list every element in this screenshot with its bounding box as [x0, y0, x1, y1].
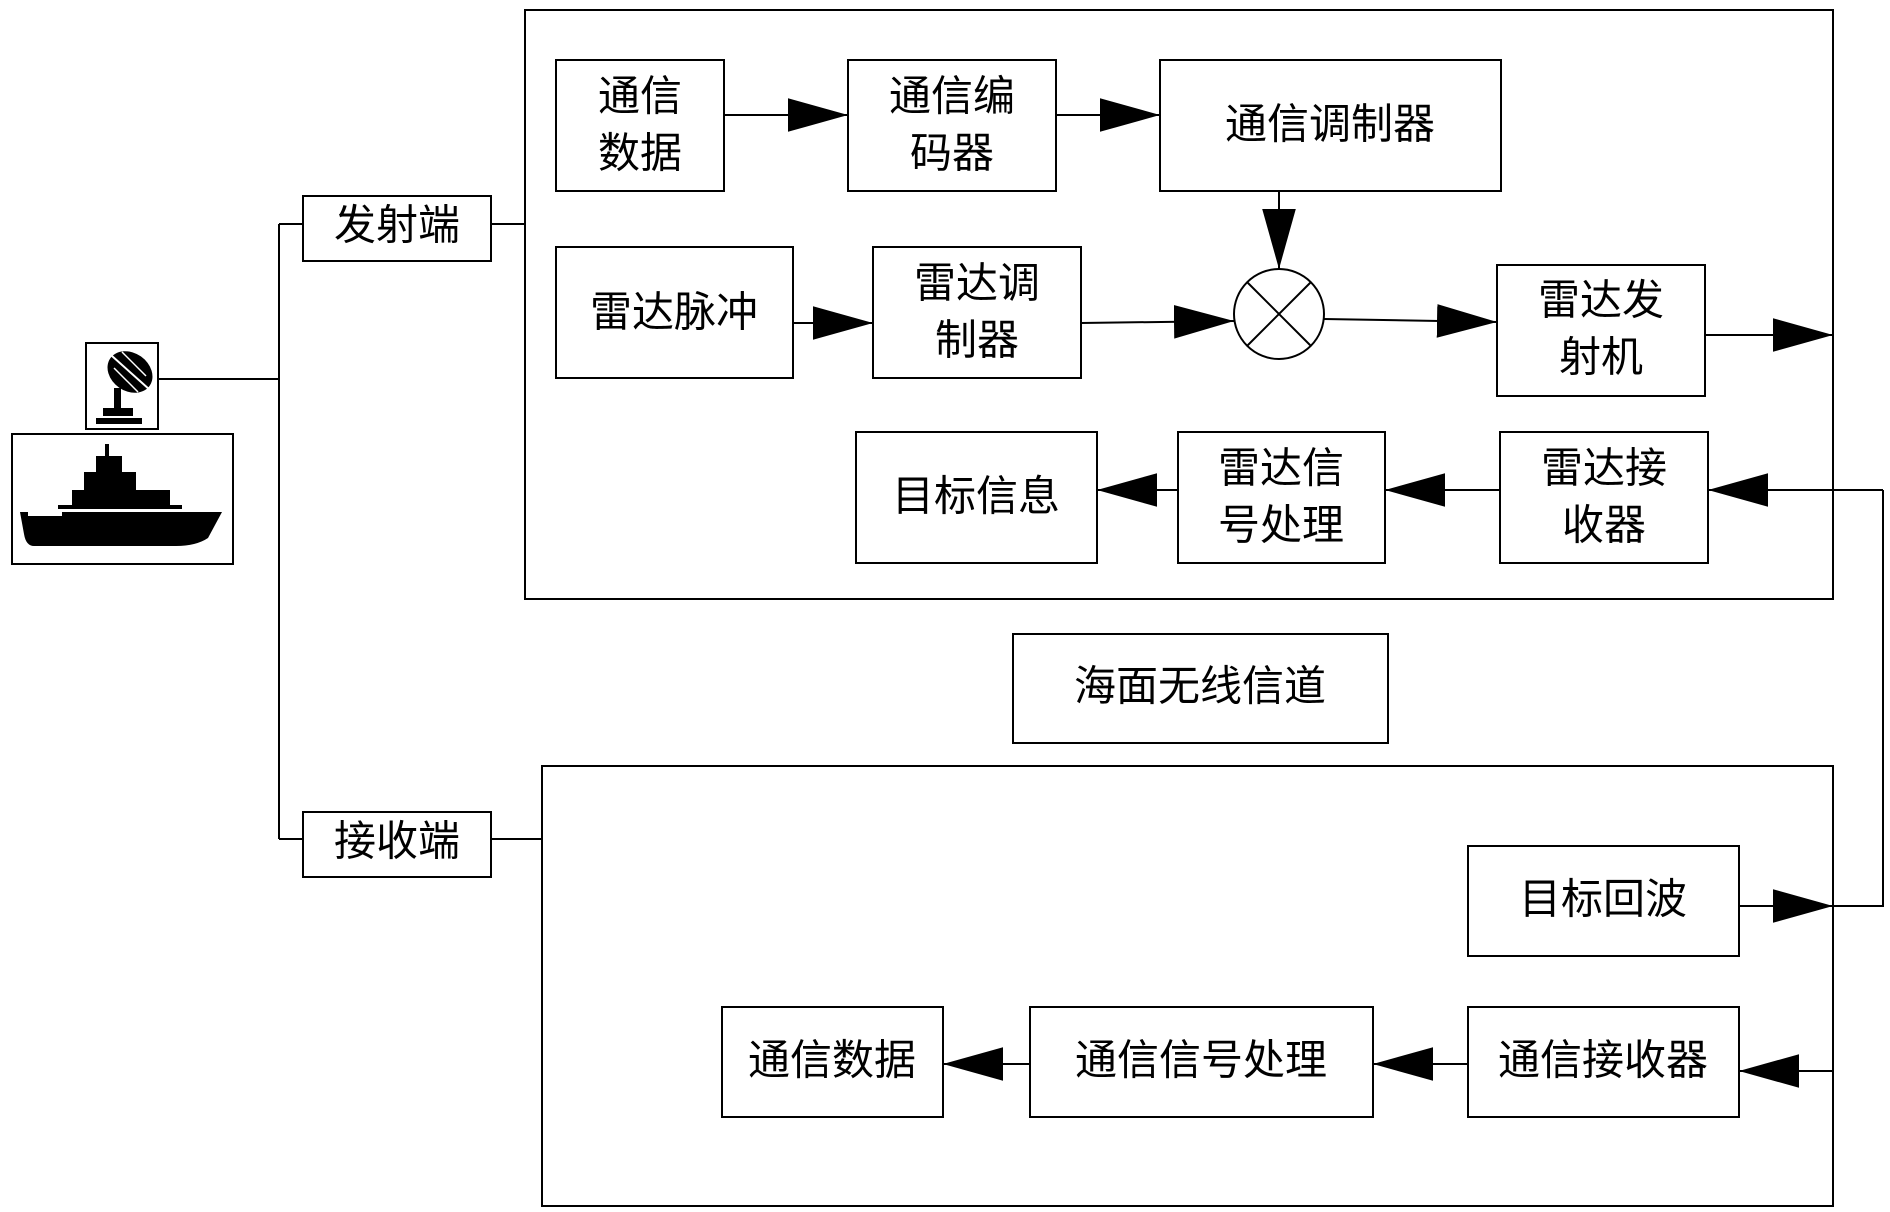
target-echo-label: 目标回波	[1519, 875, 1687, 924]
channel-box	[1012, 633, 1389, 744]
transmit-end-box	[302, 195, 492, 262]
radar-icon-frame	[85, 342, 159, 430]
radar-pulse-label: 雷达脉冲	[590, 288, 758, 337]
radar-dish-icon	[96, 351, 153, 424]
diagram-labels: 发射端 接收端 海面无线信道 通信 数据 通信编 码器 通信调制器 雷达脉冲 雷…	[334, 72, 1708, 1085]
mixer-cross	[1246, 281, 1312, 347]
radar-receiver-label-line1: 雷达接	[1541, 444, 1667, 493]
arrow-mixer-to-transmitter	[1323, 304, 1498, 338]
radar-pulse-box	[555, 246, 794, 379]
comm-modulator-box	[1159, 59, 1502, 192]
comm-encoder-box	[847, 59, 1057, 192]
arrow-radar-modulator-to-mixer	[1080, 304, 1235, 339]
radar-modulator-label-line2: 制器	[935, 316, 1019, 365]
comm-modulator-label: 通信调制器	[1225, 100, 1435, 149]
warship-icon	[20, 444, 222, 546]
ship-icon-frame	[11, 433, 234, 565]
comm-encoder-label-line2: 码器	[910, 129, 994, 178]
echo-feedback-line	[1833, 490, 1884, 907]
comm-encoder-label-line1: 通信编	[889, 72, 1015, 121]
receive-end-box	[302, 811, 492, 878]
channel-label: 海面无线信道	[1074, 662, 1326, 711]
radar-receiver-label-line2: 收器	[1562, 501, 1646, 550]
receiver-comm-data-label: 通信数据	[748, 1036, 916, 1085]
radar-transmitter-label-line1: 雷达发	[1538, 276, 1664, 325]
radar-modulator-label-line1: 雷达调	[914, 259, 1040, 308]
comm-data-box	[555, 59, 725, 192]
radar-signal-processing-label-line1: 雷达信	[1218, 444, 1344, 493]
comm-data-label-line2: 数据	[598, 129, 682, 178]
transmit-end-label: 发射端	[334, 201, 460, 250]
receive-end-label: 接收端	[334, 817, 460, 866]
transmitter-container	[524, 9, 1834, 600]
radar-signal-processing-label-line2: 号处理	[1218, 501, 1344, 550]
radar-transmitter-label-line2: 射机	[1559, 333, 1643, 382]
target-info-label: 目标信息	[892, 472, 1060, 521]
radar-modulator-box	[872, 246, 1082, 379]
comm-data-label-line1: 通信	[598, 72, 682, 121]
target-echo-box	[1467, 845, 1740, 957]
receiver-container	[541, 765, 1834, 1207]
radar-transmitter-box	[1496, 264, 1706, 397]
comm-signal-processing-label: 通信信号处理	[1075, 1036, 1327, 1085]
comm-receiver-label: 通信接收器	[1498, 1036, 1708, 1085]
